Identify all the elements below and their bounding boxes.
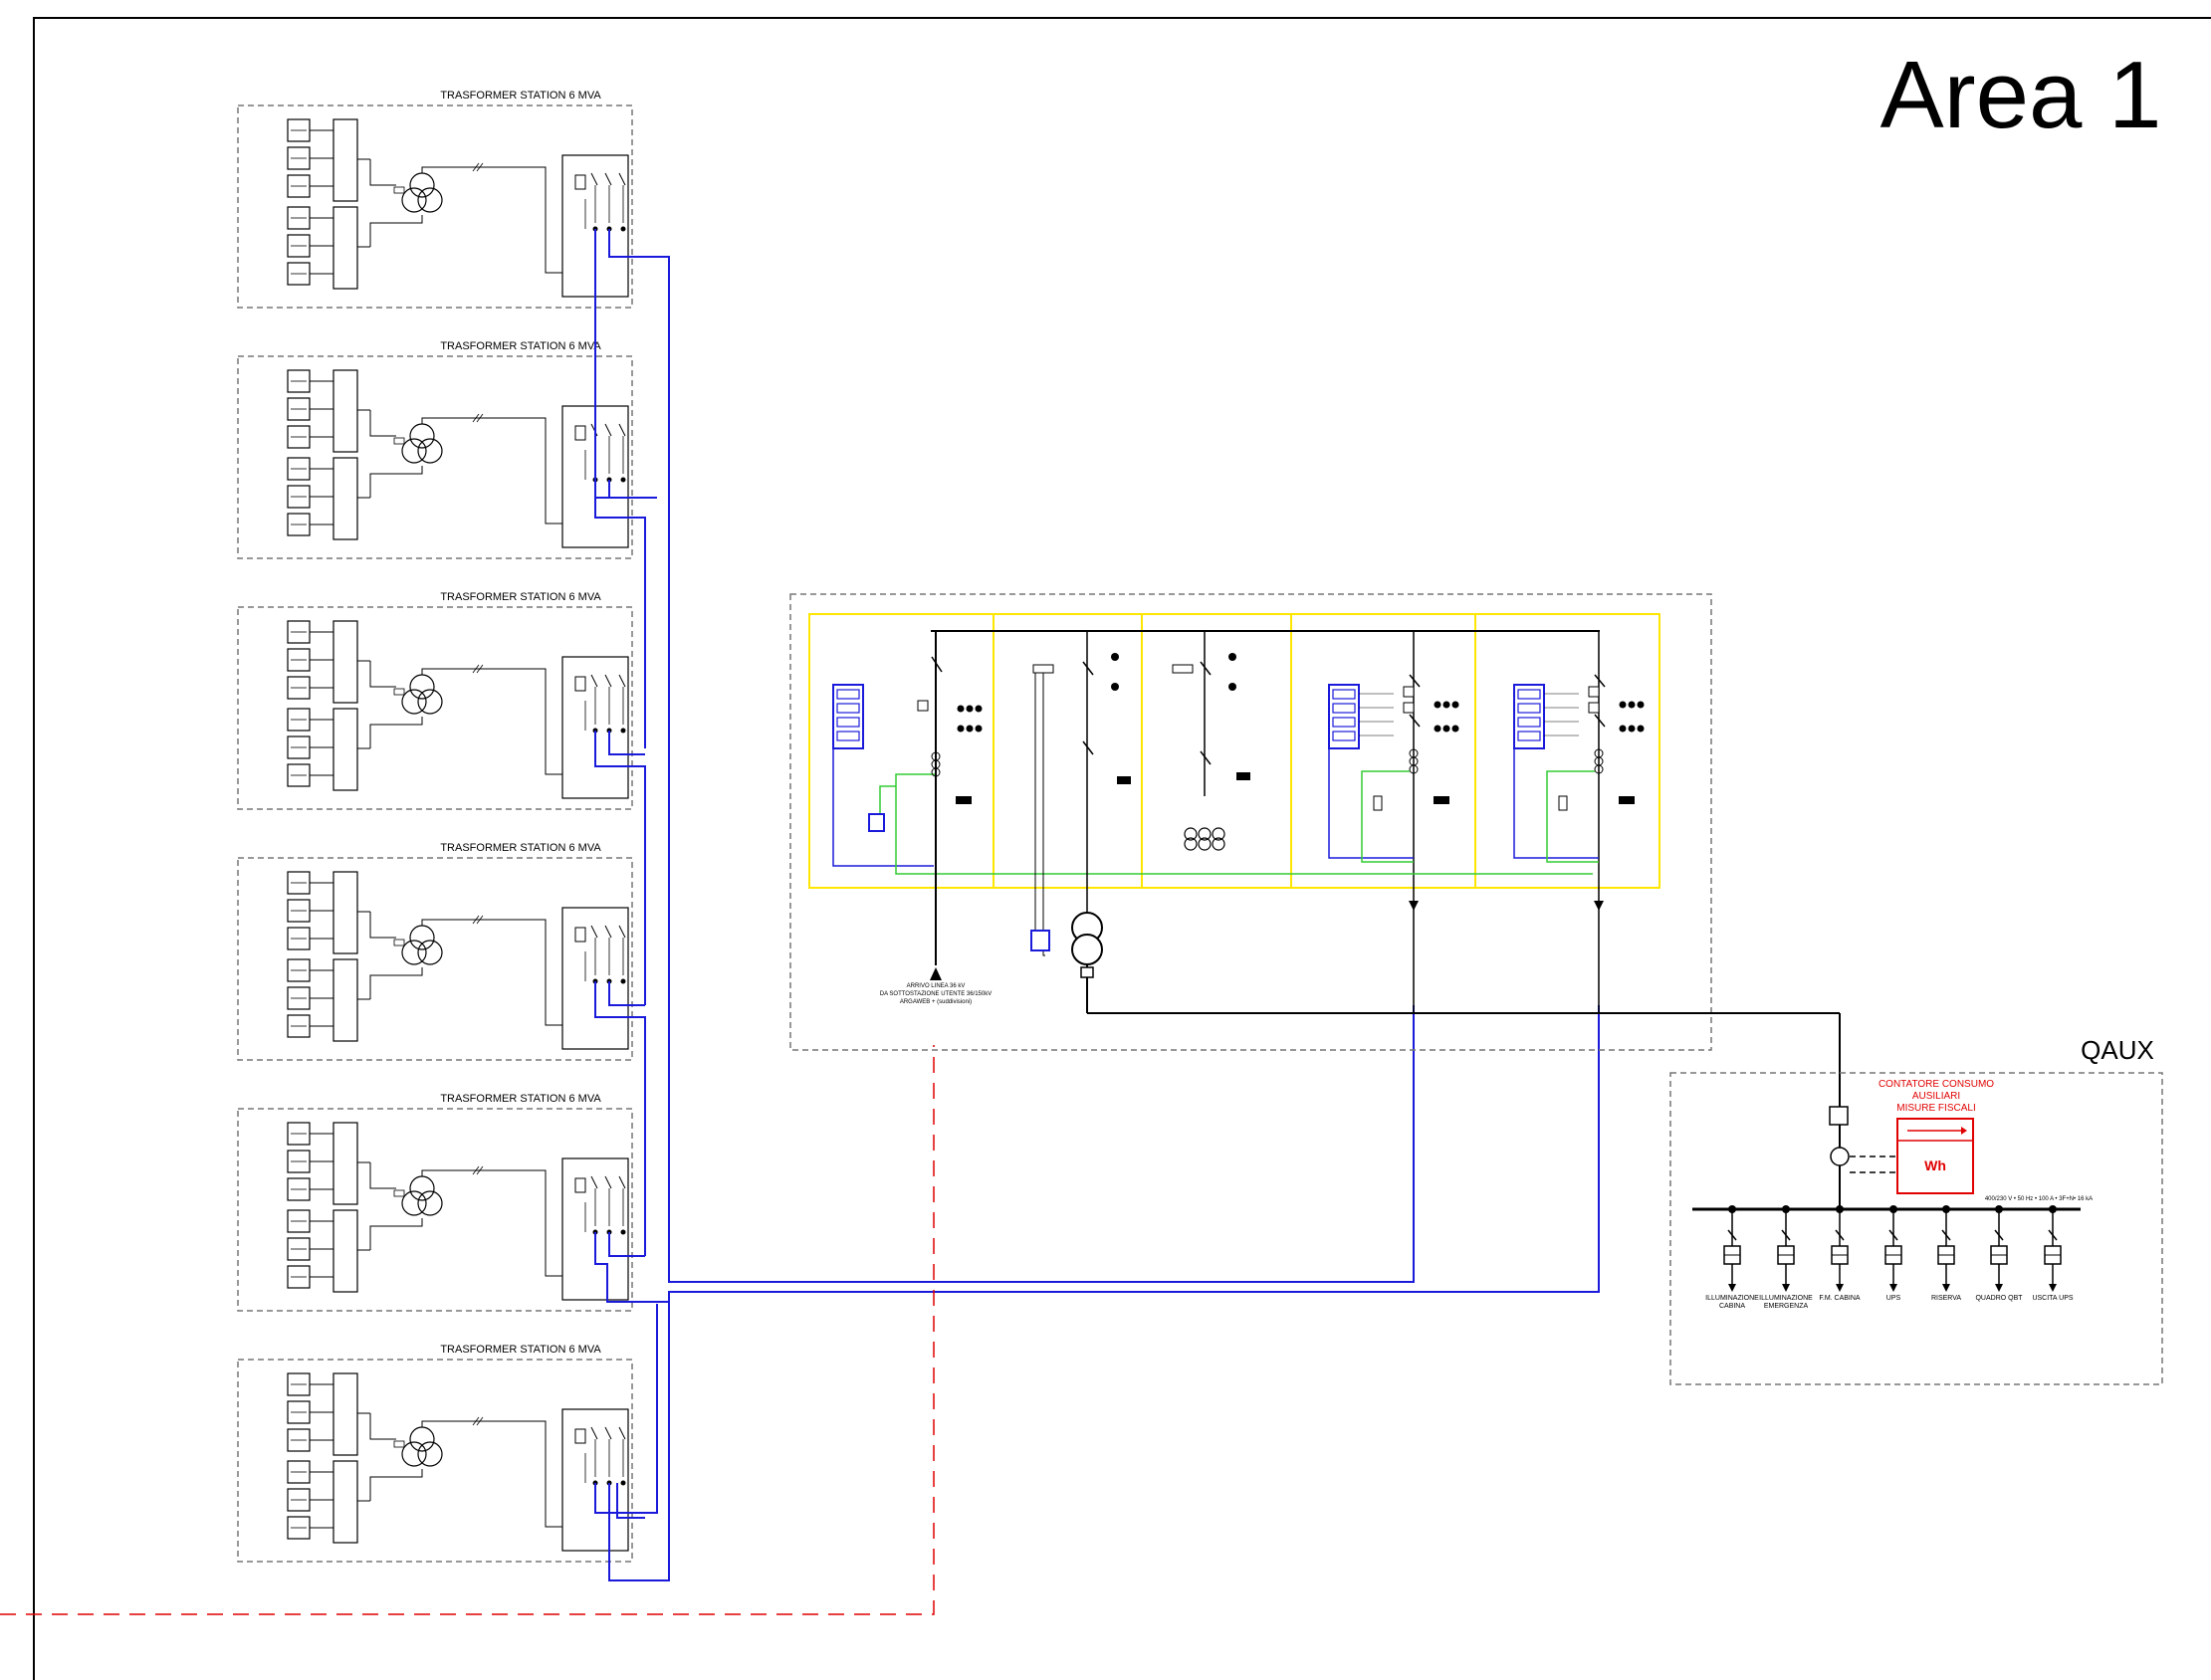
blue-cable (616, 1483, 645, 1519)
meter-box (868, 813, 885, 832)
feeder-label: ILLUMINAZIONE (1759, 1295, 1813, 1302)
combiner-box (332, 118, 358, 202)
feeder-label: RISERVA (1931, 1295, 1961, 1302)
qaux-enclosure (1669, 1072, 2163, 1385)
transformer-station: TRASFORMER STATION 6 MVA (237, 90, 633, 309)
feeder-label: UPS (1886, 1295, 1901, 1302)
current-transformer-icon (1830, 1147, 1850, 1166)
mv-cubicle (561, 1157, 629, 1301)
blue-cable (594, 981, 646, 1256)
station-title: TRASFORMER STATION 6 MVA (440, 90, 601, 102)
mv-aux-bay (1032, 631, 1131, 956)
combiner-box (332, 1372, 358, 1456)
aux-transformer-feed (1030, 912, 1841, 1209)
incoming-line: ARRIVO LINEA 36 kV DA SOTTOSTAZIONE UTEN… (880, 631, 992, 1005)
mv-panels (808, 613, 1660, 889)
transformer-icon (409, 674, 435, 700)
meter-header-1: CONTATORE CONSUMO (1879, 1079, 1994, 1090)
combiner-box (332, 1460, 358, 1544)
area-title: Area 1 (1880, 42, 2162, 148)
transformer-station: TRASFORMER STATION 6 MVA (237, 1344, 633, 1563)
transformer-station: TRASFORMER STATION 6 MVA (237, 1093, 633, 1312)
blue-cable (594, 229, 657, 499)
mv-metering-bay (1172, 631, 1250, 851)
combiner-box (332, 1209, 358, 1293)
station-title: TRASFORMER STATION 6 MVA (440, 340, 601, 352)
incoming-line-text-1: ARRIVO LINEA 36 kV (907, 983, 966, 989)
mv-feeder-bay (1328, 631, 1459, 1013)
combiner-box (332, 708, 358, 791)
combiner-box (332, 369, 358, 453)
feeder-label: QUADRO QBT (1975, 1295, 2023, 1302)
combiner-box (332, 620, 358, 704)
station-title: TRASFORMER STATION 6 MVA (440, 1093, 601, 1105)
blue-cable (594, 480, 646, 748)
mv-switchgear-enclosure (789, 593, 1712, 1051)
mv-cubicle (561, 656, 629, 799)
mv-panel-internals (832, 631, 1645, 1013)
combiner-box (332, 958, 358, 1042)
mv-incoming-bay (832, 656, 1593, 875)
transformer-icon (409, 1426, 435, 1452)
blue-cable (608, 1232, 645, 1257)
qaux-feeder: USCITA UPS (2032, 1205, 2074, 1302)
station-title: TRASFORMER STATION 6 MVA (440, 842, 601, 854)
incoming-line-text-2: DA SOTTOSTAZIONE UTENTE 36/150kV (880, 991, 992, 997)
blue-cable (608, 1302, 670, 1581)
station-title: TRASFORMER STATION 6 MVA (440, 591, 601, 603)
feeder-label: ILLUMINAZIONE (1705, 1295, 1759, 1302)
mv-cubicle (561, 907, 629, 1050)
combiner-box (332, 871, 358, 954)
combiner-box (332, 206, 358, 290)
meter-header-3: MISURE FISCALI (1896, 1103, 1975, 1114)
panel-row (808, 613, 1660, 889)
qaux-feeder: RISERVA (1931, 1205, 1961, 1302)
blue-cable (608, 981, 645, 1006)
feeder-label: EMERGENZA (1764, 1303, 1809, 1310)
qaux-feeders: ILLUMINAZIONECABINAILLUMINAZIONEEMERGENZ… (1705, 1205, 2074, 1310)
transformer-station: TRASFORMER STATION 6 MVA (237, 340, 633, 559)
meter-header-2: AUSILIARI (1912, 1091, 1960, 1102)
feeder-label: USCITA UPS (2032, 1295, 2073, 1302)
qaux-title: QAUX (2081, 1035, 2154, 1065)
transformer-station: TRASFORMER STATION 6 MVA (237, 842, 633, 1061)
voltage-transformer-icon (1212, 827, 1225, 841)
sheet-frame (33, 17, 2211, 1680)
feeder-label: F.M. CABINA (1819, 1295, 1861, 1302)
combiner-box (332, 1122, 358, 1205)
blue-cable (594, 1005, 1600, 1303)
feeder-label: CABINA (1719, 1303, 1745, 1310)
voltage-transformer-icon (1184, 827, 1198, 841)
transformer-station: TRASFORMER STATION 6 MVA (237, 591, 633, 810)
mv-feeder-bay (1513, 631, 1645, 1013)
qaux-feeder: F.M. CABINA (1819, 1205, 1861, 1302)
transformer-stations: TRASFORMER STATION 6 MVA TRASFORMER STATI… (237, 90, 633, 1563)
mv-cubicle (561, 1408, 629, 1552)
transformer-icon (409, 1175, 435, 1201)
blue-cable (608, 229, 1415, 1283)
station-cable-runs (594, 229, 1600, 1581)
transformer-icon (409, 423, 435, 449)
station-title: TRASFORMER STATION 6 MVA (440, 1344, 601, 1356)
meter-symbol: Wh (1924, 1157, 1946, 1173)
transformer-icon (409, 925, 435, 950)
combiner-box (332, 457, 358, 540)
transformer-icon (409, 172, 435, 198)
busbar-spec: 400/230 V • 50 Hz • 100 A • 3F+N• 16 kA (1985, 1196, 2093, 1202)
blue-cable (608, 731, 645, 755)
qaux-feeder: QUADRO QBT (1975, 1205, 2023, 1302)
blue-cable (594, 1304, 658, 1514)
incoming-line-text-3: ARGAWEB + (suddivisioni) (900, 999, 972, 1005)
qaux-feeder: UPS (1884, 1205, 1902, 1302)
voltage-transformer-icon (1198, 827, 1212, 841)
blue-cable (594, 731, 646, 1005)
boundary-dashed-line (0, 1045, 935, 1615)
qaux-panel: QAUX CONTATORE CONSUMO AUSILIARI MISURE … (1669, 1035, 2163, 1385)
